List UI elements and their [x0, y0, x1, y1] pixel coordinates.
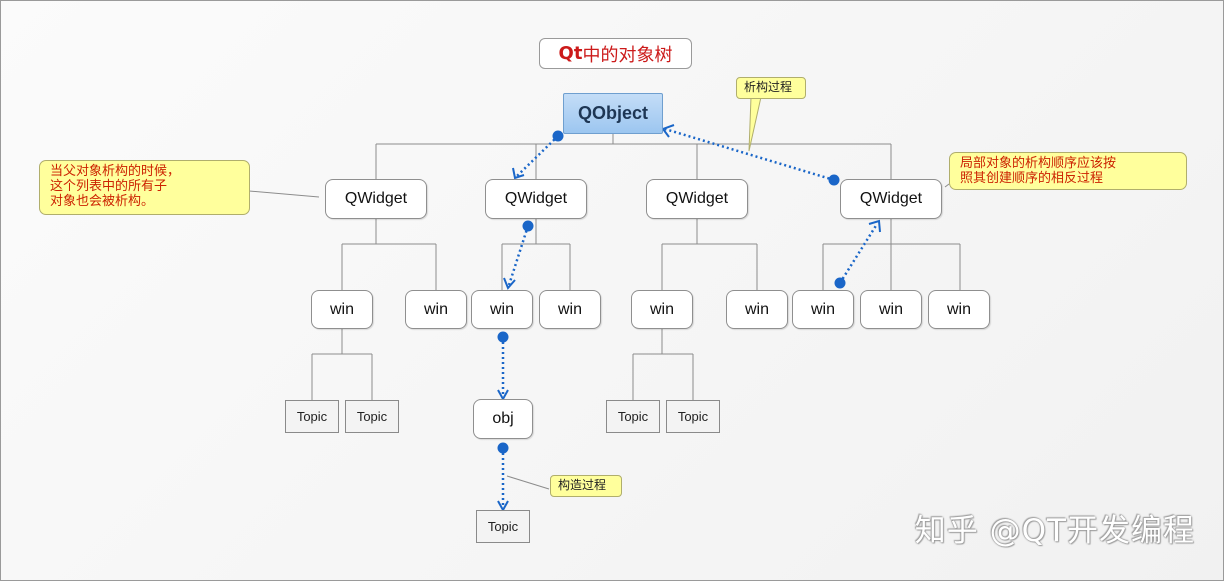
callout-destruct-process: 析构过程 [736, 77, 806, 99]
qwidget-node-4: QWidget [840, 179, 942, 219]
qwidget-node-2: QWidget [485, 179, 587, 219]
callout-tail [748, 96, 762, 152]
win-node-6: win [726, 290, 788, 329]
callout-local-order: 局部对象的析构顺序应该按 照其创建顺序的相反过程 [949, 152, 1187, 190]
win-node-4: win [539, 290, 601, 329]
win-node-5: win [631, 290, 693, 329]
topic-node-4: Topic [666, 400, 720, 433]
qwidget-node-3: QWidget [646, 179, 748, 219]
diagram-title: Qt 中的对象树 [539, 38, 692, 69]
win-node-7: win [792, 290, 854, 329]
callout-parent-destroy: 当父对象析构的时候， 这个列表中的所有子 对象也会被析构。 [39, 160, 250, 215]
topic-node-5: Topic [476, 510, 530, 543]
title-text: 中的对象树 [582, 44, 673, 66]
win-node-1: win [311, 290, 373, 329]
process-arrows [501, 127, 879, 508]
topic-node-2: Topic [345, 400, 399, 433]
arrow-endpoints [497, 130, 846, 454]
title-prefix: Qt [558, 43, 583, 64]
obj-node: obj [473, 399, 533, 439]
win-node-3: win [471, 290, 533, 329]
watermark-text: 知乎 @QT开发编程 [914, 513, 1195, 549]
qobject-root-node: QObject [563, 93, 663, 134]
callout-construct-process: 构造过程 [550, 475, 622, 497]
topic-node-1: Topic [285, 400, 339, 433]
win-node-2: win [405, 290, 467, 329]
win-node-8: win [860, 290, 922, 329]
tree-connectors [248, 134, 961, 490]
qwidget-node-1: QWidget [325, 179, 427, 219]
topic-node-3: Topic [606, 400, 660, 433]
win-node-9: win [928, 290, 990, 329]
